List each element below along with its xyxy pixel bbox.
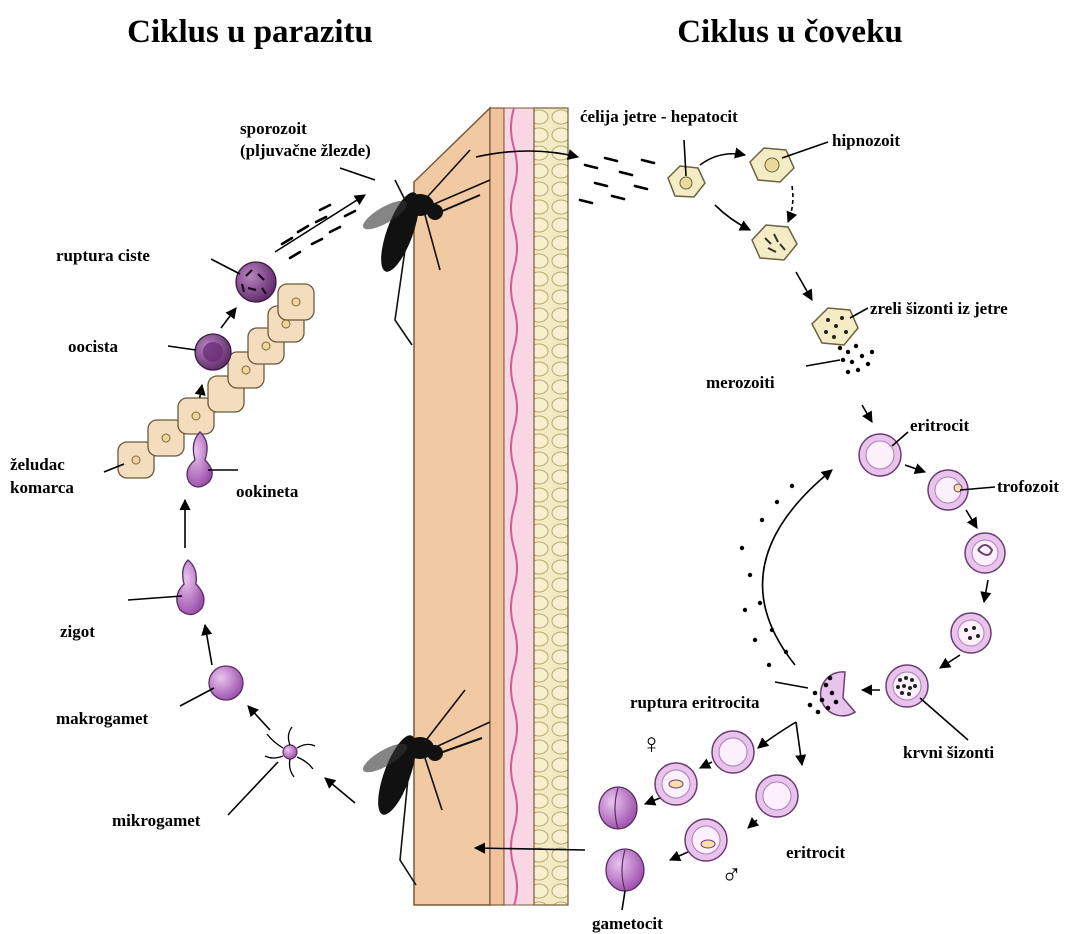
arrow-rupture-to-mosquito bbox=[275, 195, 365, 252]
arrow-to-mature-schizont bbox=[796, 272, 812, 300]
cycle-arrows bbox=[185, 151, 988, 860]
macrogamete bbox=[209, 666, 243, 700]
skin-cross-section bbox=[414, 108, 568, 905]
zygote bbox=[177, 560, 204, 615]
arrow-hypnozoite-dashed bbox=[788, 186, 793, 222]
arrow-male-branch-2 bbox=[670, 852, 688, 860]
blood-stage bbox=[740, 434, 1005, 716]
arrow-ring-mature bbox=[984, 580, 988, 602]
arrow-ery-troph bbox=[905, 465, 925, 472]
label-zeludac: želudac bbox=[10, 455, 65, 474]
male-symbol: ♂ bbox=[721, 860, 742, 891]
arrow-to-female-gametocyte bbox=[758, 722, 796, 748]
arrow-female-branch-2 bbox=[645, 798, 660, 804]
label-gametocit: gametocit bbox=[592, 914, 663, 933]
oocyst bbox=[195, 334, 231, 370]
label-komarca: komarca bbox=[10, 478, 74, 497]
arrow-hepatocyte-hypnozoite bbox=[700, 154, 745, 165]
gametocytes bbox=[599, 731, 798, 891]
arrow-troph-ring bbox=[966, 510, 977, 528]
title-human-cycle: Ciklus u čoveku bbox=[677, 14, 903, 50]
skin-epidermis bbox=[490, 108, 504, 905]
label-sporozoit: sporozoit bbox=[240, 119, 307, 138]
label-hepatocit: ćelija jetre - hepatocit bbox=[580, 107, 738, 126]
label-ookineta: ookineta bbox=[236, 482, 299, 501]
sporozoites-right bbox=[580, 158, 654, 203]
label-eritrocit-bottom: eritrocit bbox=[786, 843, 845, 862]
female-gametocyte-mature bbox=[599, 787, 637, 829]
label-oocista: oocista bbox=[68, 337, 119, 356]
developing-schizont bbox=[752, 225, 797, 260]
label-merozoiti: merozoiti bbox=[706, 373, 775, 392]
ookinete bbox=[187, 432, 212, 487]
male-gametocyte-mature bbox=[606, 849, 644, 891]
label-hipnozoit: hipnozoit bbox=[832, 131, 900, 150]
microgamete bbox=[265, 727, 315, 777]
invading-merozoites bbox=[740, 484, 794, 667]
label-ruptura-ciste: ruptura ciste bbox=[56, 246, 150, 265]
liver-stage bbox=[668, 148, 874, 374]
arrow-male-branch bbox=[748, 820, 757, 828]
arrow-reinvasion bbox=[763, 470, 832, 665]
label-trofozoit: trofozoit bbox=[997, 477, 1059, 496]
ruptured-erythrocyte bbox=[821, 672, 855, 716]
skin-fat-layer bbox=[534, 108, 568, 905]
title-parasite-cycle: Ciklus u parazitu bbox=[127, 14, 373, 50]
female-symbol: ♀ bbox=[641, 729, 662, 760]
arrow-hepatocyte-schizont bbox=[715, 205, 750, 230]
arrow-to-male-gametocyte bbox=[796, 722, 802, 765]
arrow-to-microgamete bbox=[325, 778, 355, 803]
arrow-to-blood-schizont bbox=[940, 655, 960, 668]
label-zreli-sizonti: zreli šizonti iz jetre bbox=[870, 299, 1008, 318]
label-pljuvacne-zlezde: (pljuvačne žlezde) bbox=[240, 141, 371, 160]
skin-dermis bbox=[504, 108, 534, 905]
ruptured-cyst bbox=[236, 262, 276, 302]
arrow-to-erythrocyte bbox=[862, 405, 872, 422]
merozoites-released bbox=[838, 344, 874, 374]
label-krvni-sizonti: krvni šizonti bbox=[903, 743, 994, 762]
sporozoites-left bbox=[282, 205, 355, 258]
label-eritrocit-top: eritrocit bbox=[910, 416, 969, 435]
label-mikrogamet: mikrogamet bbox=[112, 811, 201, 830]
label-zigot: zigot bbox=[60, 622, 95, 641]
arrow-female-branch-1 bbox=[700, 762, 712, 768]
arrow-micro-to-macro bbox=[248, 706, 270, 730]
arrow-macro-to-zygote bbox=[205, 625, 212, 665]
mosquito-stomach bbox=[118, 284, 314, 478]
label-ruptura-eritrocita: ruptura eritrocita bbox=[630, 693, 760, 712]
arrow-oocyst-to-rupture bbox=[221, 308, 236, 328]
skin-outer-layer bbox=[414, 108, 490, 905]
label-makrogamet: makrogamet bbox=[56, 709, 149, 728]
